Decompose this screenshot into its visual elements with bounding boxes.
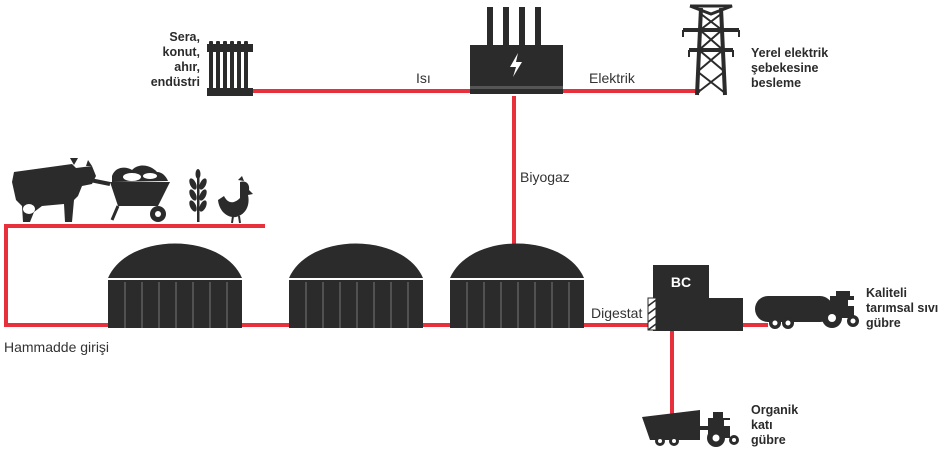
heat-label: Isı <box>416 70 431 86</box>
bc-separator-unit: BC <box>647 265 743 331</box>
bc-label: BC <box>671 274 691 290</box>
grid-feed-label: Yerel elektrik şebekesine besleme <box>751 46 829 90</box>
liquid-fertilizer-label: Kaliteli tarımsal sıvı gübre <box>866 286 939 330</box>
tanker-tractor-icon <box>755 291 859 329</box>
grain-icon <box>189 169 207 222</box>
radiator-icon <box>207 41 253 96</box>
raw-input-label: Hammadde girişi <box>4 339 110 355</box>
digester-tank-3 <box>450 243 584 328</box>
wheelbarrow-icon <box>89 165 170 222</box>
heat-users-label: Sera, konut, ahır, endüstri <box>150 30 200 89</box>
digester-tank-1 <box>108 243 242 328</box>
cow-icon <box>12 158 96 222</box>
solid-fertilizer-label: Organik katı gübre <box>751 403 799 447</box>
power-pylon-icon <box>682 4 740 96</box>
digester-tank-2 <box>289 243 423 328</box>
digestate-label: Digestat <box>591 305 643 321</box>
biogas-label: Biyogaz <box>520 169 570 185</box>
dump-trailer-tractor-icon <box>642 410 739 447</box>
lightning-icon <box>510 53 522 77</box>
electricity-label: Elektrik <box>589 70 635 86</box>
chicken-icon <box>218 176 253 224</box>
chp-generator-icon <box>470 7 563 94</box>
